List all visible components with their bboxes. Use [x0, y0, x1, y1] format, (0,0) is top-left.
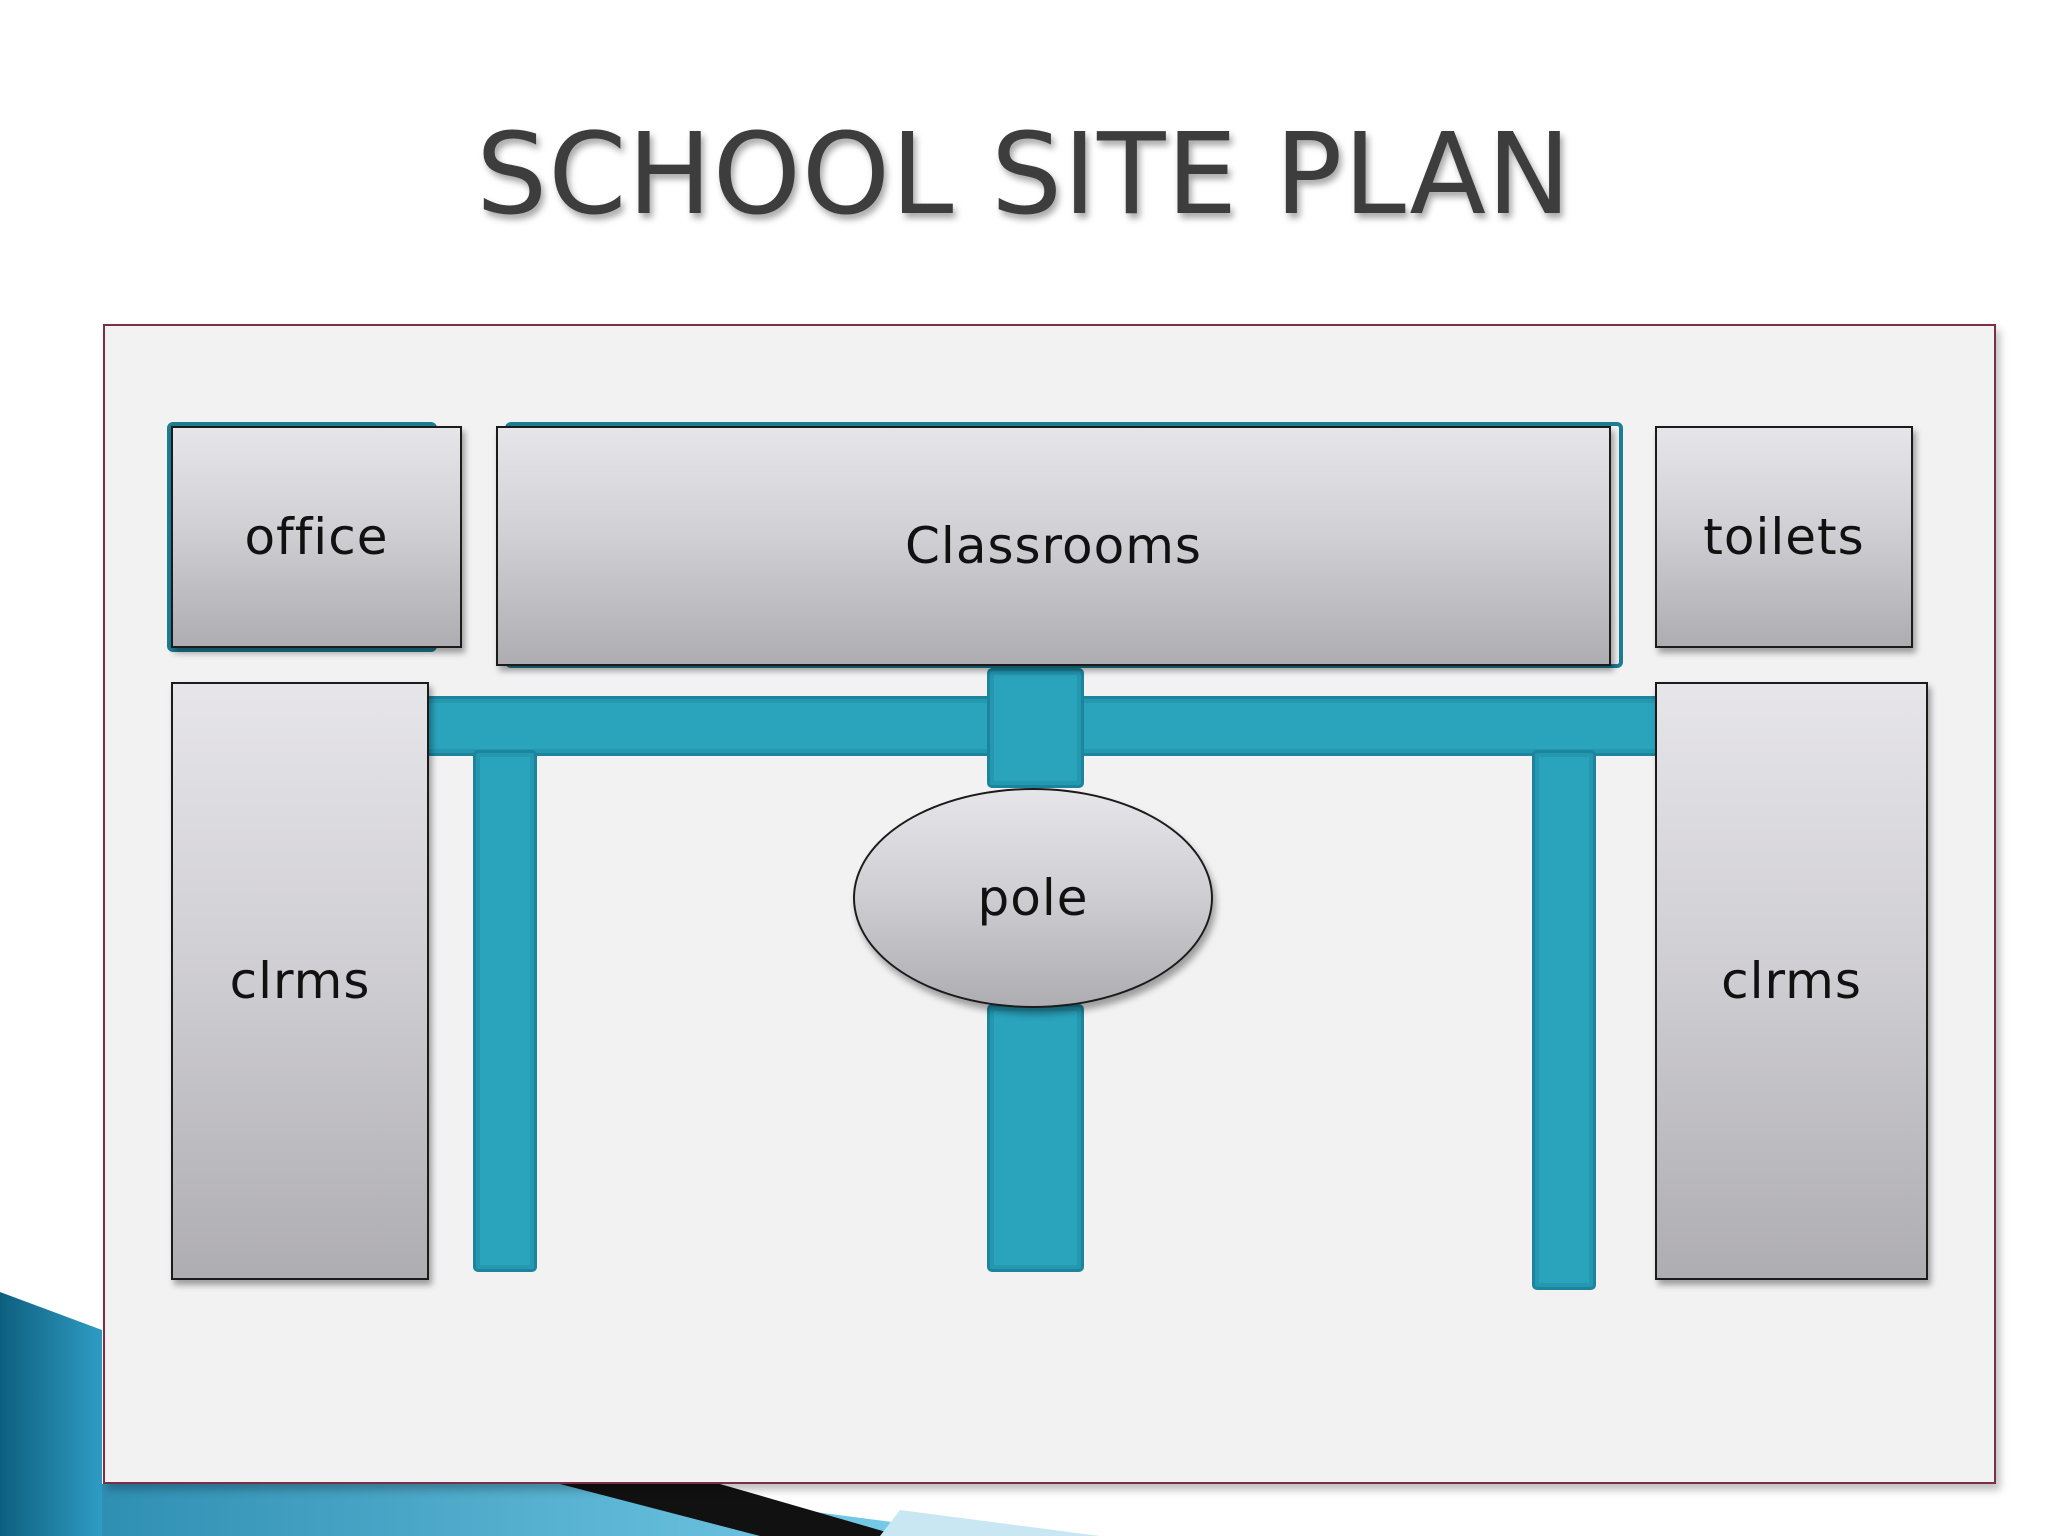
left-classrooms-block: clrms	[171, 682, 429, 1280]
right-classrooms-block: clrms	[1655, 682, 1928, 1280]
path-vertical-left	[473, 750, 537, 1272]
flag-pole-area: pole	[853, 788, 1213, 1008]
pole-label: pole	[977, 869, 1089, 927]
path-horizontal-right	[1076, 696, 1665, 756]
path-vertical-right	[1532, 750, 1596, 1290]
toilets-label: toilets	[1703, 508, 1865, 566]
classrooms-label: Classrooms	[905, 517, 1202, 575]
right-classrooms-label: clrms	[1721, 952, 1862, 1010]
path-connector-top	[987, 668, 1084, 788]
classrooms-block: Classrooms	[496, 426, 1611, 666]
office-label: office	[244, 508, 389, 566]
path-horizontal-left	[422, 696, 995, 756]
page-title: SCHOOL SITE PLAN	[476, 110, 1572, 240]
path-connector-bottom	[987, 1004, 1084, 1272]
left-classrooms-label: clrms	[229, 952, 371, 1010]
toilets-block: toilets	[1655, 426, 1913, 648]
site-plan-frame: office Classrooms toilets clrms clrms po…	[103, 324, 1996, 1484]
office-block: office	[171, 426, 462, 648]
